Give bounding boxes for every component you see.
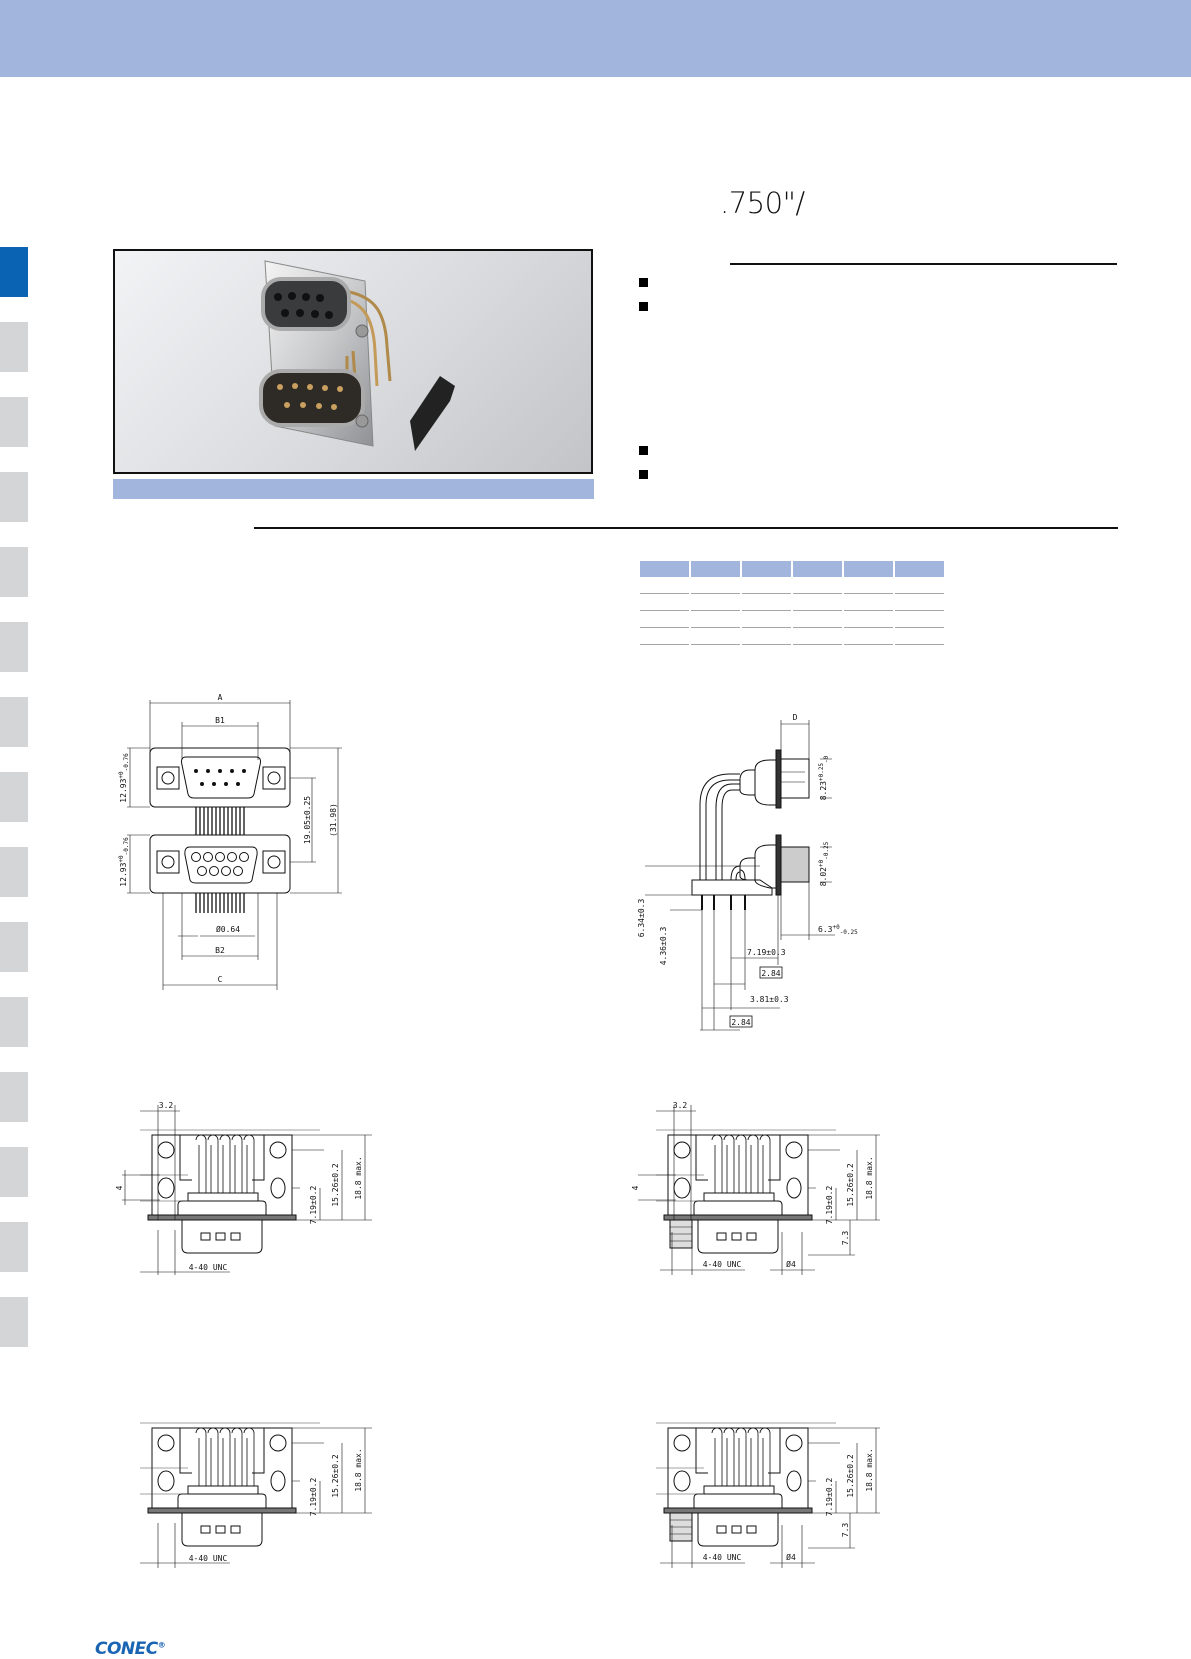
dim-h2: 15.26±0.2 [331, 1163, 340, 1207]
dim-h2: 15.26±0.2 [331, 1454, 340, 1498]
dim-h3: 18.8 max. [354, 1448, 363, 1491]
table-header-cell [895, 561, 944, 577]
dim-thread: 4-40 UNC [703, 1260, 742, 1269]
dim-thread: 4-40 UNC [703, 1553, 742, 1562]
dim-lower-connector: 8.02+0-0.25 [818, 841, 830, 886]
bullet-3 [639, 446, 648, 455]
side-tab[interactable] [0, 997, 28, 1047]
product-photo [113, 249, 593, 474]
title-divider [730, 263, 1117, 265]
table-row [640, 611, 944, 628]
drawing-side-view [645, 720, 835, 1031]
dim-width: 3.2 [673, 1101, 688, 1110]
dim-pitch-1: 2.84 [761, 969, 780, 978]
dim-width: 3.2 [159, 1101, 174, 1110]
side-tab-active[interactable] [0, 247, 28, 297]
dim-pin-diameter: Ø0.64 [216, 924, 240, 934]
dim-d: D [793, 713, 798, 722]
table-row [640, 577, 944, 594]
dim-upper-height: 12.93+0-0.76 [118, 753, 130, 803]
dim-row: 3.81±0.3 [750, 995, 789, 1004]
dim-lower-height: 12.93+0-0.76 [118, 837, 130, 887]
table-row [640, 594, 944, 611]
side-tab[interactable] [0, 772, 28, 822]
drawing-rear-view-c [139, 1422, 372, 1568]
side-tab[interactable] [0, 847, 28, 897]
dim-h1: 7.19±0.2 [825, 1186, 834, 1225]
section-divider [254, 527, 1118, 529]
side-tab[interactable] [0, 472, 28, 522]
side-tab[interactable] [0, 1147, 28, 1197]
dim-h2: 15.26±0.2 [846, 1163, 855, 1207]
side-tab[interactable] [0, 1072, 28, 1122]
side-tab[interactable] [0, 922, 28, 972]
dim-a: A [218, 693, 223, 702]
bullet-1 [639, 278, 648, 287]
side-tab[interactable] [0, 397, 28, 447]
table-header-cell [742, 561, 791, 577]
side-tab[interactable] [0, 1222, 28, 1272]
dim-h2: 15.26±0.2 [846, 1454, 855, 1498]
dim-b2: B2 [215, 946, 225, 955]
bullet-2 [639, 302, 648, 311]
drawing-rear-view-b [638, 1105, 880, 1275]
dim-height-1: 6.34±0.3 [637, 899, 646, 938]
spec-table [638, 561, 946, 645]
dim-h3: 18.8 max. [865, 1156, 874, 1199]
table-header-cell [691, 561, 740, 577]
drawing-rear-view-d [655, 1422, 880, 1568]
dim-b1: B1 [215, 716, 225, 725]
photo-caption-bar [113, 479, 594, 499]
dim-h1: 7.19±0.2 [825, 1478, 834, 1517]
side-tab[interactable] [0, 322, 28, 372]
dim-c: C [218, 975, 223, 984]
drawing-rear-view-a [122, 1105, 372, 1275]
dim-h1: 7.19±0.2 [309, 1186, 318, 1225]
dim-hole: 4 [631, 1185, 640, 1190]
side-tab[interactable] [0, 622, 28, 672]
dim-overall-height: (31.98) [329, 803, 338, 837]
table-header-cell [844, 561, 893, 577]
dim-height-2: 4.36±0.3 [659, 927, 668, 966]
dim-diameter: Ø4 [786, 1259, 796, 1269]
dim-thread: 4-40 UNC [189, 1554, 228, 1563]
connector-image [259, 260, 455, 451]
dim-upper-connector: 8.23+0.25-0 [818, 755, 830, 800]
side-tab[interactable] [0, 547, 28, 597]
bullet-4 [639, 470, 648, 479]
page-title: .750"/ [720, 186, 805, 220]
dim-h3: 18.8 max. [354, 1156, 363, 1199]
dim-offset: 7.19±0.3 [747, 948, 786, 957]
dim-h1: 7.19±0.2 [309, 1478, 318, 1517]
conec-logo: CONEC® [95, 1639, 166, 1659]
dim-h4: 7.3 [841, 1523, 850, 1538]
dim-h4: 7.3 [841, 1231, 850, 1246]
side-tab[interactable] [0, 697, 28, 747]
side-tab[interactable] [0, 1297, 28, 1347]
table-header-cell [640, 561, 689, 577]
table-row [640, 628, 944, 645]
dim-h3: 18.8 max. [865, 1448, 874, 1491]
dim-diameter: Ø4 [786, 1552, 796, 1562]
dim-depth: 6.3+0-0.25 [818, 924, 858, 936]
table-header-row [640, 561, 944, 577]
dim-pitch-2: 2.84 [731, 1018, 750, 1027]
drawing-front-view [127, 700, 342, 990]
header-band [0, 0, 1191, 77]
dim-row-spacing: 19.05±0.25 [303, 796, 312, 844]
dim-thread: 4-40 UNC [189, 1263, 228, 1272]
dim-hole: 4 [115, 1185, 124, 1190]
table-header-cell [793, 561, 842, 577]
